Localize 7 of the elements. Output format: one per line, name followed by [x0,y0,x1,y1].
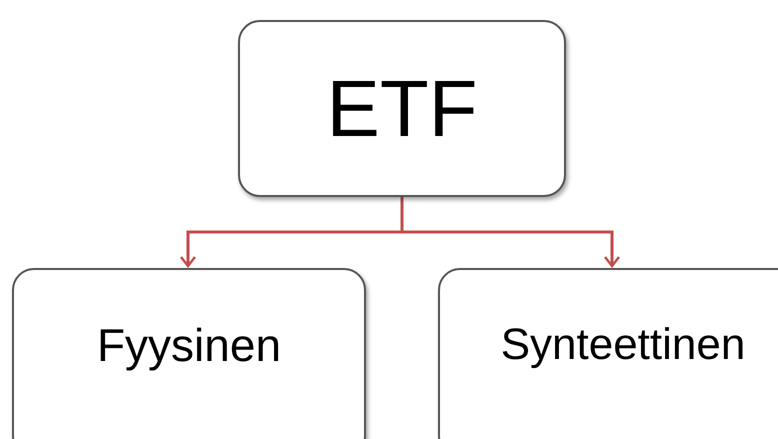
rounded-box [12,268,366,439]
rounded-box [238,20,566,197]
node-label: Fyysinen [96,318,282,372]
node-label: ETF [326,62,478,154]
node-label: Synteettinen [500,320,746,370]
connector-arrow [400,197,620,268]
rounded-box [438,268,778,439]
